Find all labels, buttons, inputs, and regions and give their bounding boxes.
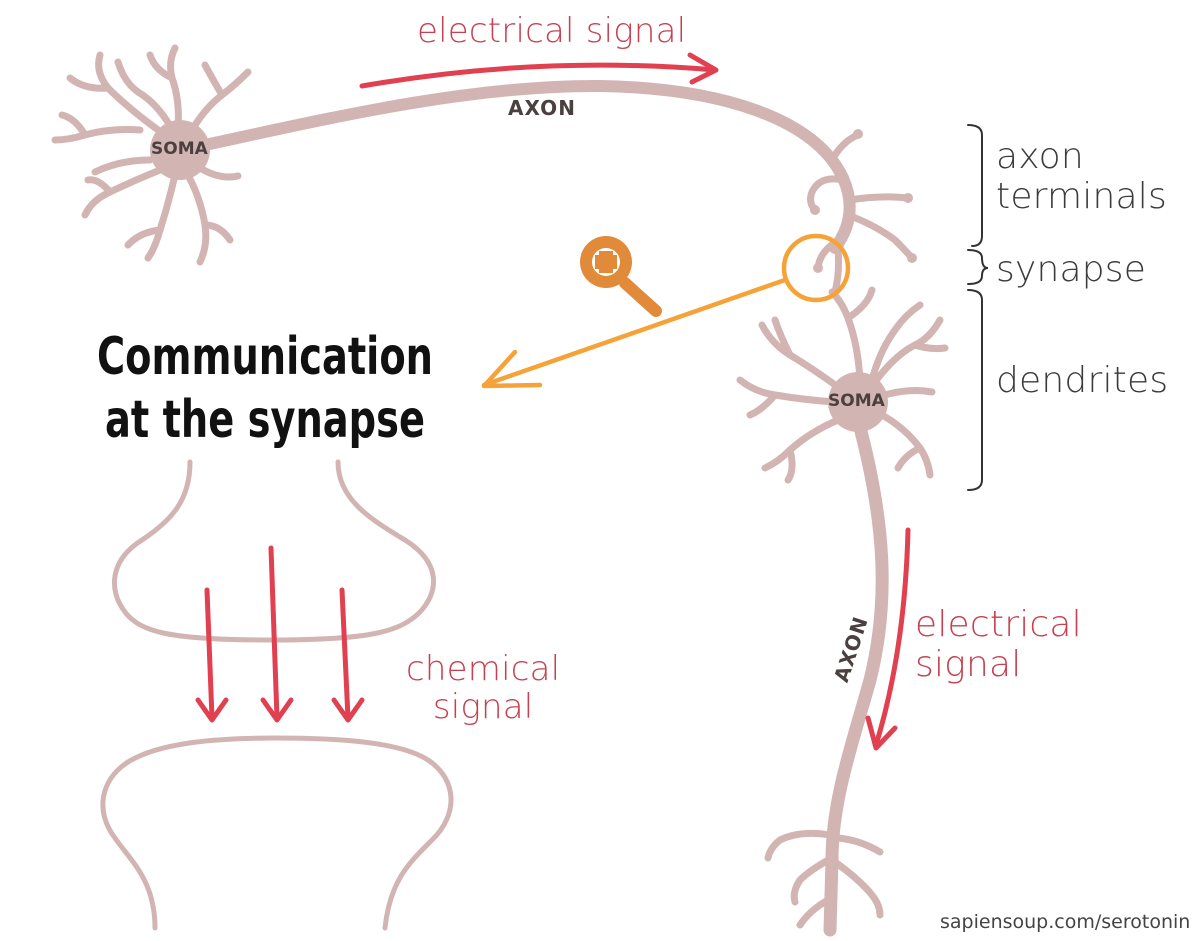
chemical-signal-line1: chemical [406,649,561,689]
left-neuron-dendrites [51,44,252,266]
left-soma [150,120,210,180]
axon-terminals-label: axon terminals [996,136,1167,218]
soma-label-left: SOMA [151,139,208,159]
chemical-signal-line2: signal [432,687,534,728]
right-neuron-dendrites [736,286,949,484]
source-credit: sapiensoup.com/serotonin [940,911,1191,933]
dendrites-label: dendrites [996,360,1169,401]
electrical-signal-arrow-right [865,527,911,751]
electrical-signal-label-top: electrical signal [417,11,687,51]
presynaptic-terminal [111,459,436,643]
electrical-signal-arrow-top [359,52,719,89]
diagram-title-line1: Communication [97,327,434,387]
synapse-highlight-circle [781,233,851,303]
soma-label-right: SOMA [828,391,885,411]
electrical-signal-right-line1: electrical [915,604,1082,645]
chemical-signal-label: chemical signal [406,650,560,726]
chemical-signal-arrows [195,545,365,723]
zoom-callout [481,233,851,389]
diagram-title-line2: at the synapse [105,390,425,451]
postsynaptic-terminal [100,735,454,931]
electrical-signal-right-line2: signal [915,644,1022,686]
synapse-label: synapse [996,249,1147,290]
electrical-signal-label-right: electrical signal [915,604,1082,686]
diagram-title: Communication at the synapse [97,326,433,453]
label-brackets [967,124,989,491]
zoom-pointer-line [481,277,788,388]
zoom-in-magnifier-icon [580,236,662,317]
right-axon [823,413,889,937]
axon-label-top: AXON [508,96,576,120]
top-axon [199,79,856,254]
right-soma [828,372,888,432]
axon-terminals-label-line1: axon [996,136,1084,177]
bottom-terminals [764,829,884,929]
axon-terminals-label-line2: terminals [996,176,1167,218]
